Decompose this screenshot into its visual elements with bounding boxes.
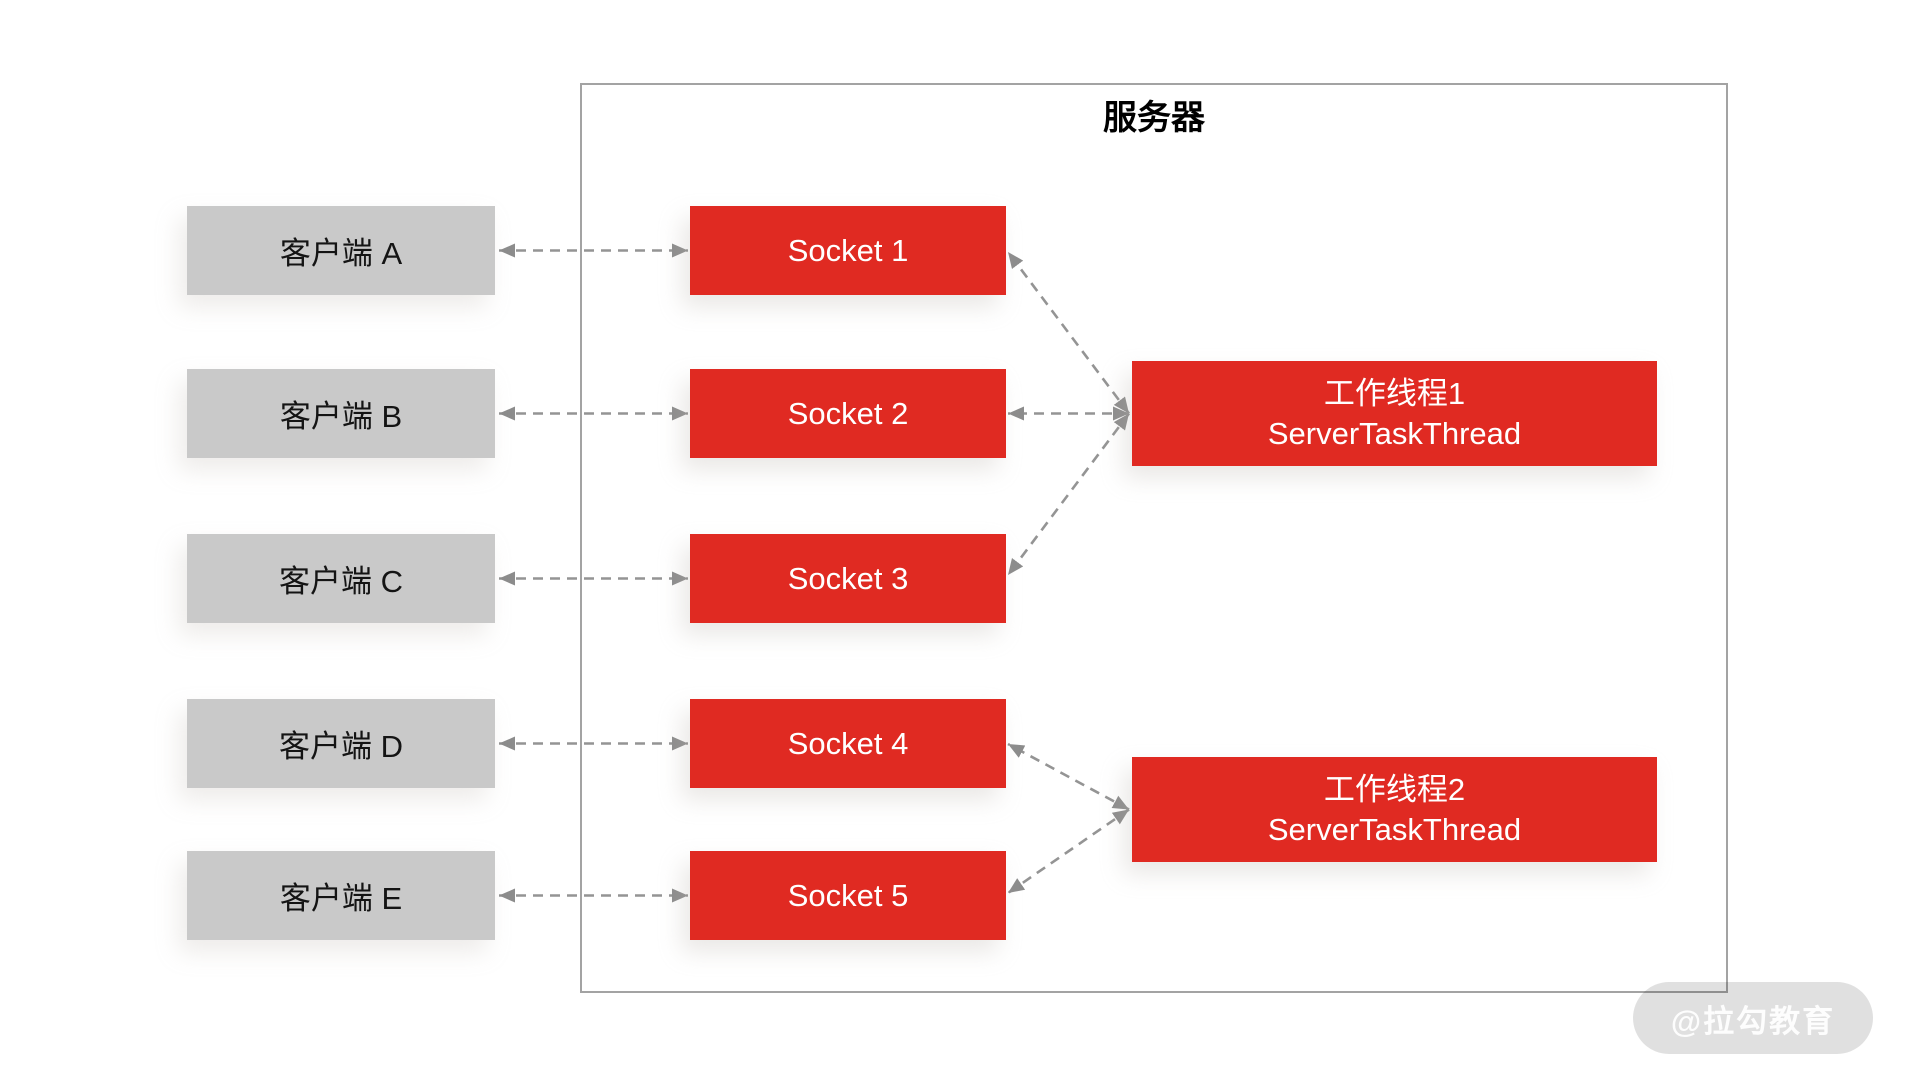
client-label: 客户端 D bbox=[279, 729, 403, 764]
client-label: 客户端 A bbox=[279, 236, 403, 271]
client-box-b: 客户端 B bbox=[187, 369, 495, 458]
client-box-c: 客户端 C bbox=[187, 534, 495, 623]
client-box-d: 客户端 D bbox=[187, 699, 495, 788]
socket-label: Socket 3 bbox=[787, 560, 909, 596]
worker-thread-class: ServerTaskThread bbox=[1267, 415, 1522, 451]
socket-label: Socket 5 bbox=[787, 877, 909, 913]
worker-thread-box-2: 工作线程2 ServerTaskThread bbox=[1132, 757, 1657, 862]
watermark-text: @拉勾教育 bbox=[1670, 1003, 1836, 1039]
socket-label: Socket 1 bbox=[787, 232, 909, 268]
client-label: 客户端 E bbox=[279, 881, 403, 916]
socket-box-4: Socket 4 bbox=[690, 699, 1006, 788]
watermark-badge: @拉勾教育 bbox=[1633, 982, 1873, 1054]
socket-box-5: Socket 5 bbox=[690, 851, 1006, 940]
worker-thread-name: 工作线程2 bbox=[1323, 771, 1466, 807]
socket-label: Socket 4 bbox=[787, 725, 909, 761]
client-box-e: 客户端 E bbox=[187, 851, 495, 940]
worker-thread-box-1: 工作线程1 ServerTaskThread bbox=[1132, 361, 1657, 466]
worker-thread-class: ServerTaskThread bbox=[1267, 811, 1522, 847]
client-label: 客户端 B bbox=[279, 399, 403, 434]
worker-thread-name: 工作线程1 bbox=[1323, 375, 1466, 411]
socket-box-2: Socket 2 bbox=[690, 369, 1006, 458]
socket-box-3: Socket 3 bbox=[690, 534, 1006, 623]
server-box bbox=[580, 83, 1728, 993]
socket-label: Socket 2 bbox=[787, 395, 909, 431]
socket-box-1: Socket 1 bbox=[690, 206, 1006, 295]
client-label: 客户端 C bbox=[279, 564, 403, 599]
client-box-a: 客户端 A bbox=[187, 206, 495, 295]
server-title: 服务器 bbox=[1103, 99, 1205, 137]
